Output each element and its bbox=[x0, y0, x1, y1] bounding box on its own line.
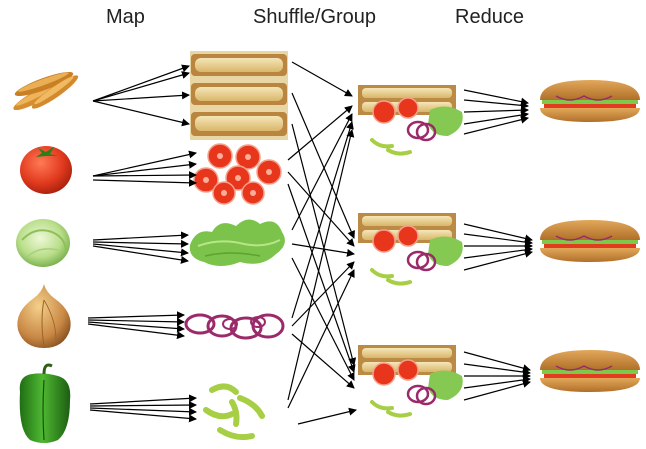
tomato-icon bbox=[20, 146, 72, 194]
shuffle-arrow bbox=[291, 257, 355, 381]
group-3-icon bbox=[358, 345, 463, 418]
map-arrow bbox=[92, 245, 189, 264]
map-header: Map bbox=[106, 6, 145, 28]
map-arrow bbox=[92, 150, 197, 177]
shuffle-arrow bbox=[291, 113, 353, 231]
reduce-arrow bbox=[463, 89, 529, 106]
shuffle-arrow bbox=[287, 129, 355, 401]
map-arrow bbox=[92, 239, 189, 248]
tomato-slices-icon bbox=[193, 143, 282, 205]
reduce-arrow bbox=[463, 249, 533, 271]
reduce-arrow bbox=[463, 115, 529, 135]
shuffle-arrow bbox=[291, 243, 355, 257]
group-2-icon bbox=[358, 213, 463, 286]
green-pepper-icon bbox=[19, 363, 71, 443]
shuffle-arrow bbox=[291, 333, 355, 389]
reduce-arrow bbox=[463, 223, 533, 243]
sandwich-1-icon bbox=[540, 80, 640, 122]
shuffle-arrow bbox=[291, 92, 355, 239]
shuffle-arrow bbox=[291, 61, 353, 97]
map-arrow bbox=[89, 394, 197, 405]
shuffle-arrow bbox=[287, 105, 353, 161]
shuffle-group-header: Shuffle/Group bbox=[253, 6, 377, 28]
sandwich-3-icon bbox=[540, 350, 640, 392]
bread-loaves-icon bbox=[13, 71, 79, 111]
reduce-arrow bbox=[463, 111, 529, 125]
map-arrow bbox=[92, 243, 189, 257]
map-arrow bbox=[92, 100, 190, 127]
reduce-arrow bbox=[463, 106, 529, 115]
map-arrow bbox=[92, 178, 197, 187]
shuffle-arrow bbox=[297, 407, 357, 425]
map-arrow bbox=[87, 321, 185, 333]
reduce-arrow bbox=[463, 379, 531, 401]
reduce-arrow bbox=[463, 233, 533, 247]
shuffle-arrow bbox=[291, 123, 357, 366]
reduce-arrow bbox=[463, 245, 533, 259]
shuffle-arrow bbox=[291, 261, 355, 327]
onion-icon bbox=[17, 284, 71, 348]
reduce-arrow bbox=[463, 99, 529, 110]
map-arrow bbox=[87, 311, 185, 320]
sliced-bread-icon bbox=[190, 51, 288, 140]
map-arrow bbox=[89, 401, 197, 410]
shuffle-arrow bbox=[291, 121, 354, 319]
reduce-arrow bbox=[463, 363, 531, 377]
group-1-icon bbox=[358, 85, 463, 156]
shuffle-arrow bbox=[287, 269, 355, 409]
map-arrow bbox=[89, 407, 197, 416]
reduce-arrow bbox=[463, 375, 531, 389]
map-arrow bbox=[92, 231, 189, 241]
map-arrow bbox=[92, 91, 190, 102]
map-arrow bbox=[92, 160, 197, 177]
map-arrow bbox=[92, 171, 197, 180]
map-arrow bbox=[89, 409, 197, 423]
shuffle-arrow bbox=[287, 171, 355, 247]
sandwich-2-icon bbox=[540, 220, 640, 262]
map-arrow bbox=[92, 64, 190, 102]
pepper-strips-icon bbox=[203, 383, 265, 441]
lettuce-head-icon bbox=[16, 219, 70, 267]
reduce-header: Reduce bbox=[455, 6, 524, 28]
shuffle-arrow bbox=[287, 183, 356, 373]
map-arrow bbox=[87, 323, 185, 340]
map-arrow bbox=[87, 317, 185, 326]
lettuce-leaves-icon bbox=[189, 219, 285, 266]
map-arrow bbox=[92, 71, 190, 102]
reduce-arrow bbox=[463, 351, 531, 373]
onion-rings-icon bbox=[184, 313, 285, 340]
